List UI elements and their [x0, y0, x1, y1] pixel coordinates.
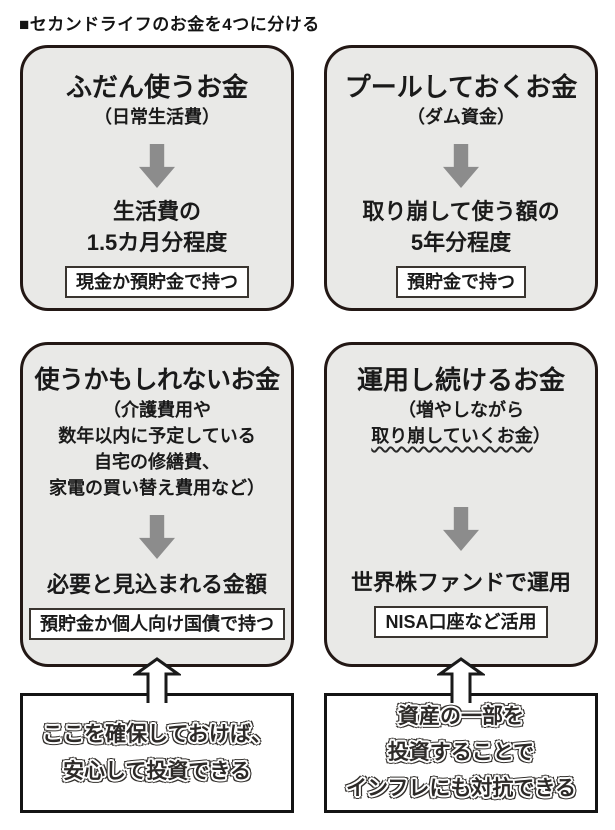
card-result: 生活費の 1.5カ月分程度	[87, 196, 228, 258]
up-arrow-icon	[437, 657, 485, 703]
down-arrow-icon	[139, 144, 175, 188]
card-subheading: （増やしながら 取り崩していくお金）	[371, 397, 550, 449]
subheading-line: 数年以内に予定している	[58, 426, 256, 446]
subheading-line: 自宅の修繕費、	[94, 452, 220, 472]
page-title: ■セカンドライフのお金を4つに分ける	[19, 15, 320, 34]
card-heading: プールしておくお金	[344, 72, 578, 102]
card-heading: 運用し続けるお金	[356, 365, 565, 395]
card-keep-investing-money: 運用し続けるお金 （増やしながら 取り崩していくお金） 世界株ファンドで運用 N…	[324, 342, 598, 667]
card-maybe-needed-money: 使うかもしれないお金 （介護費用や 数年以内に予定している 自宅の修繕費、 家電…	[20, 342, 294, 667]
card-heading: 使うかもしれないお金	[34, 366, 280, 394]
note-line: インフレにも対抗できる	[346, 777, 576, 800]
wavy-underlined-text: 取り崩していくお金	[371, 426, 533, 446]
down-arrow-icon	[443, 144, 479, 188]
subheading-line: 家電の買い替え費用など）	[49, 478, 265, 498]
note-line: ここを確保しておけば、	[42, 723, 272, 746]
result-line: 生活費の	[112, 199, 201, 224]
card-subheading: （日常生活費）	[94, 107, 220, 127]
subheading-suffix: ）	[532, 426, 551, 446]
card-method-label: NISA口座など活用	[374, 606, 548, 638]
down-arrow-icon	[139, 515, 175, 559]
note-inflation-hedge: 資産の一部を 投資することで インフレにも対抗できる	[324, 693, 598, 813]
card-method-label: 預貯金で持つ	[396, 266, 526, 298]
subheading-line: （介護費用や	[103, 400, 211, 420]
subheading-line: （増やしながら	[398, 400, 524, 420]
note-line: 安心して投資できる	[63, 760, 251, 783]
card-method-label: 預貯金か個人向け国債で持つ	[29, 608, 285, 640]
up-arrow-icon	[133, 657, 181, 703]
result-line: 取り崩して使う額の	[362, 199, 560, 224]
result-line: 1.5カ月分程度	[86, 230, 228, 255]
card-pooled-money: プールしておくお金 （ダム資金） 取り崩して使う額の 5年分程度 預貯金で持つ	[324, 45, 598, 311]
card-heading: ふだん使うお金	[65, 72, 248, 102]
card-subheading: （介護費用や 数年以内に予定している 自宅の修繕費、 家電の買い替え費用など）	[49, 397, 265, 501]
note-line: 資産の一部を	[398, 705, 524, 728]
note-secure-then-invest: ここを確保しておけば、 安心して投資できる	[20, 693, 294, 813]
subheading-line: 取り崩していくお金）	[371, 423, 550, 449]
down-arrow-icon	[443, 507, 479, 551]
card-subheading: （ダム資金）	[407, 107, 515, 127]
card-result: 取り崩して使う額の 5年分程度	[362, 196, 559, 258]
card-method-label: 現金か預貯金で持つ	[65, 266, 249, 298]
note-line: 投資することで	[387, 741, 535, 764]
result-line: 5年分程度	[410, 230, 512, 255]
card-result: 必要と見込まれる金額	[46, 572, 267, 597]
card-result: 世界株ファンドで運用	[350, 570, 571, 595]
card-everyday-money: ふだん使うお金 （日常生活費） 生活費の 1.5カ月分程度 現金か預貯金で持つ	[20, 45, 294, 311]
